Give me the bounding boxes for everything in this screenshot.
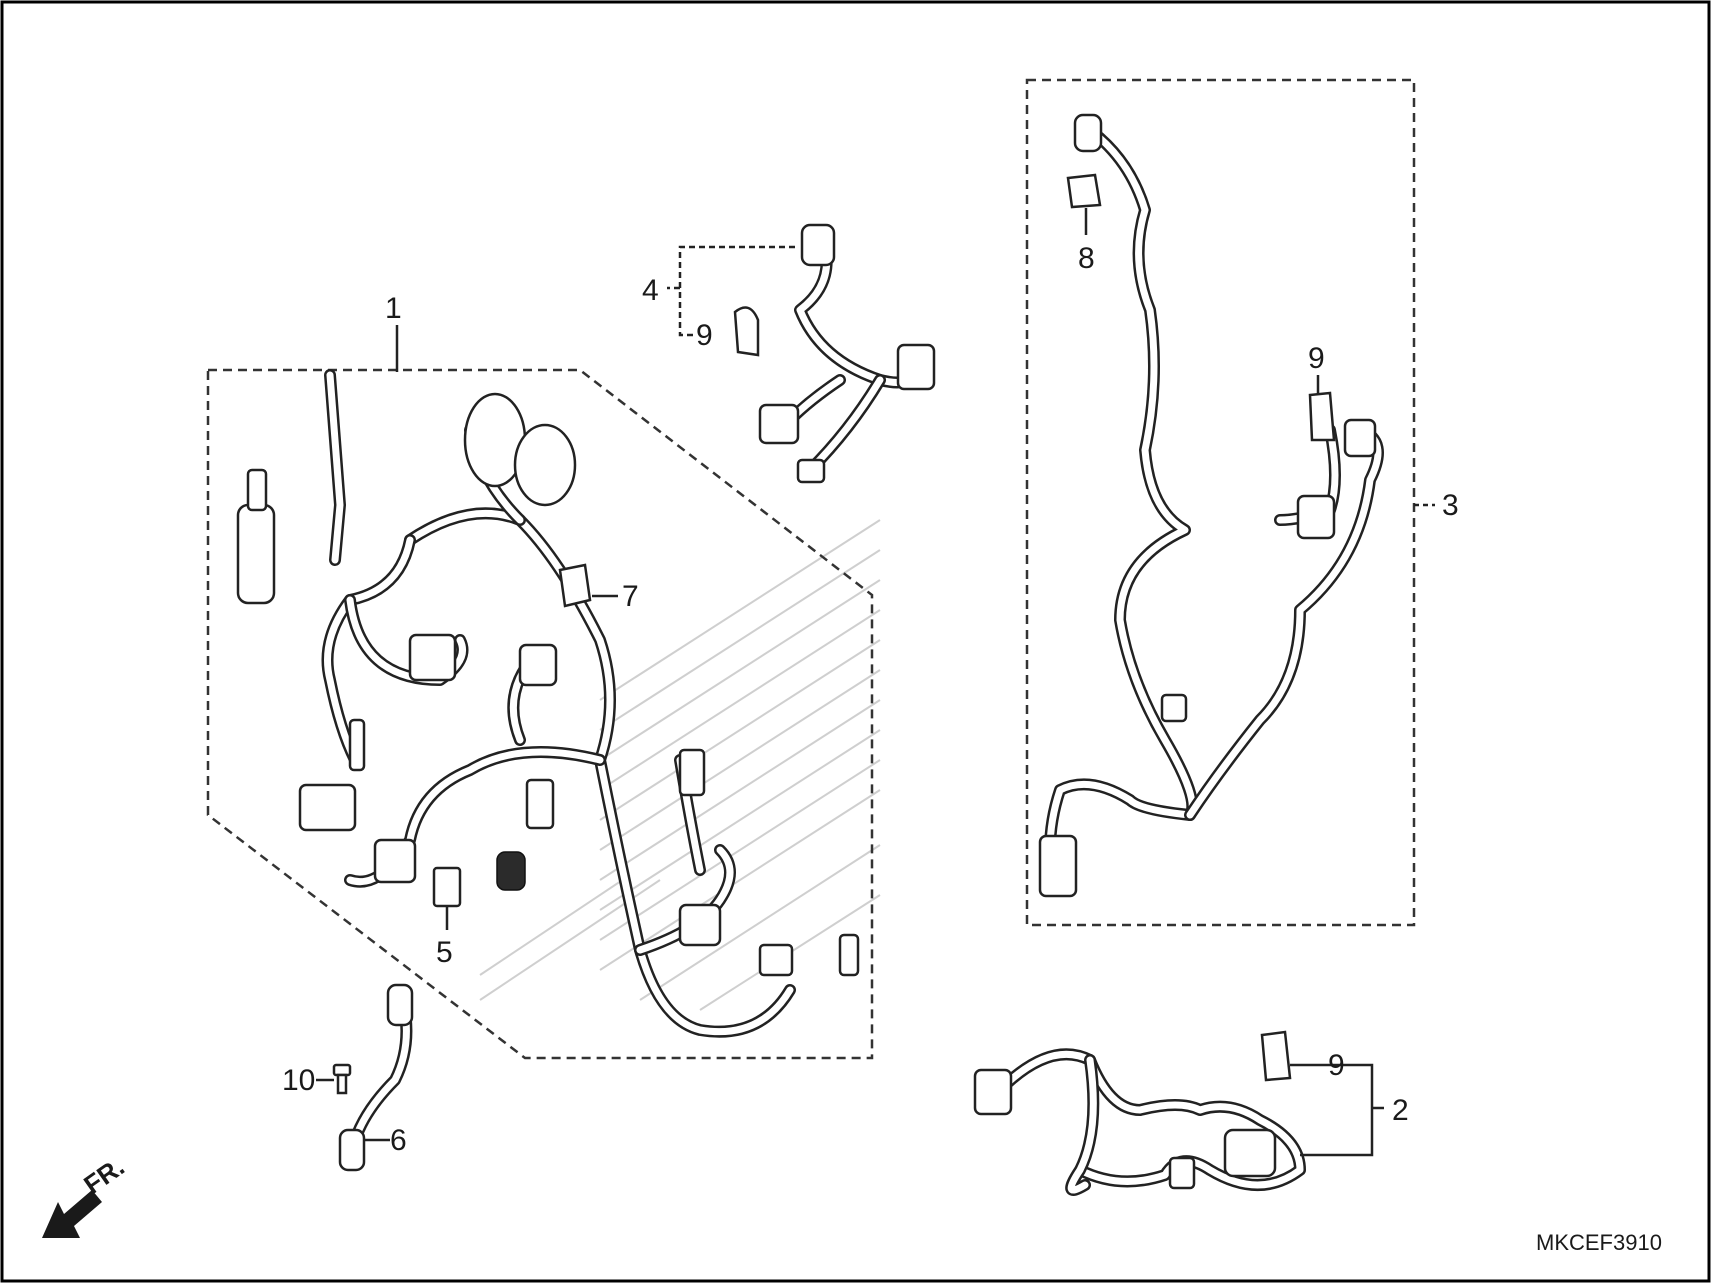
callout-3: 3 [1442,489,1459,522]
part2-leader [1290,1063,1384,1157]
main-wire-harness [321,369,796,1038]
front-direction-arrow-icon: FR. [42,1151,130,1238]
part7-clip [558,563,592,608]
callout-10: 10 [282,1064,315,1097]
part9-clip-b [1308,391,1336,442]
callout-5: 5 [436,936,453,969]
callout-2: 2 [1392,1094,1409,1127]
part3-group-outline [1025,78,1416,927]
callout-6: 6 [390,1124,407,1157]
part10-bolt [332,1063,352,1095]
main-harness-connectors [236,392,860,977]
part6-ground-cable [338,983,414,1172]
diagram-code: MKCEF3910 [1536,1230,1662,1255]
part5-connector [432,866,462,908]
part1-group-outline [206,368,874,1060]
callout-4: 4 [642,274,659,307]
part8-clip [1066,173,1102,209]
callout-9-part3: 9 [1308,342,1325,375]
part4-leader [667,245,795,337]
callout-1: 1 [385,292,402,325]
part2-sub-harness [973,1048,1306,1196]
part9-clip-a [733,306,760,357]
part3-harness [1038,113,1384,898]
callout-9-part4: 9 [696,319,713,352]
part4-sub-harness [758,223,936,484]
direction-label: FR. [78,1151,130,1200]
callout-9-part2: 9 [1328,1049,1345,1082]
callout-8: 8 [1078,242,1095,275]
part9-clip-c [1260,1030,1292,1082]
callout-7: 7 [622,580,639,613]
